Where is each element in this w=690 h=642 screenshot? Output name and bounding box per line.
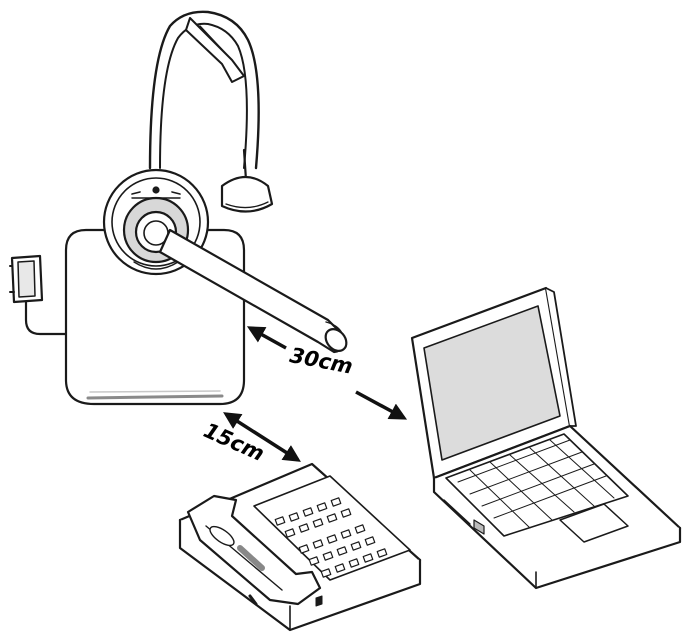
- headset-icon: [102, 10, 348, 354]
- arrow-icon: [246, 326, 287, 350]
- power-adapter-icon: [9, 254, 72, 336]
- desk-phone-icon: [178, 462, 422, 632]
- laptop-icon: [410, 286, 682, 590]
- arrow-icon: [355, 390, 408, 420]
- arrow-icon: [223, 412, 301, 462]
